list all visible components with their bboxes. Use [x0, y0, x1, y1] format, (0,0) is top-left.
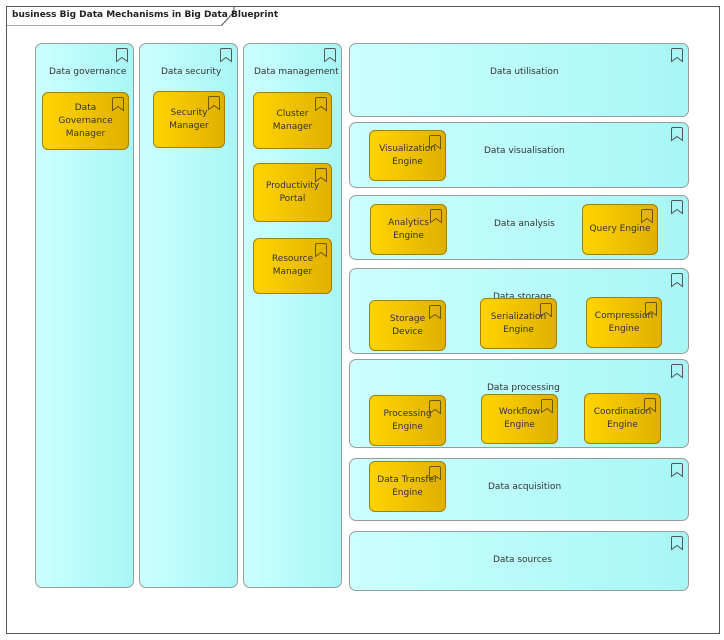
bookmark-icon	[116, 48, 128, 63]
bookmark-icon	[540, 303, 552, 318]
bookmark-icon	[220, 48, 232, 63]
component-security-manager[interactable]: Security Manager	[153, 91, 225, 148]
bookmark-icon	[112, 97, 124, 112]
bookmark-icon	[429, 400, 441, 415]
bookmark-icon	[324, 48, 336, 63]
diagram-title: business Big Data Mechanisms in Big Data…	[12, 10, 279, 20]
bookmark-icon	[208, 96, 220, 111]
component-processing-engine[interactable]: Processing Engine	[369, 395, 446, 446]
component-cluster-manager[interactable]: Cluster Manager	[253, 92, 332, 149]
bookmark-icon	[671, 48, 683, 63]
bookmark-icon	[644, 398, 656, 413]
bookmark-icon	[429, 135, 441, 150]
bookmark-icon	[315, 168, 327, 183]
bookmark-icon	[641, 209, 653, 224]
bookmark-icon	[671, 127, 683, 142]
group-label: Data processing	[487, 383, 560, 393]
group-data-utilisation[interactable]: Data utilisation	[349, 43, 689, 117]
component-storage-device[interactable]: Storage Device	[369, 300, 446, 351]
component-label: Query Engine	[589, 224, 651, 234]
group-label: Data visualisation	[484, 146, 565, 156]
group-label: Data sources	[493, 555, 552, 565]
group-label: Data management	[254, 67, 339, 77]
group-label: Data security	[161, 67, 222, 77]
bookmark-icon	[429, 305, 441, 320]
component-productivity-portal[interactable]: Productivity Portal	[253, 163, 332, 222]
bookmark-icon	[671, 536, 683, 551]
component-label: Data Governance Manager	[58, 102, 113, 139]
component-label: Productivity Portal	[265, 180, 320, 204]
bookmark-icon	[671, 200, 683, 215]
title-tab-outline	[6, 6, 235, 26]
component-analytics-engine[interactable]: Analytics Engine	[370, 204, 447, 255]
group-label: Data governance	[49, 67, 127, 77]
component-label: Cluster Manager	[272, 108, 313, 132]
group-label: Data utilisation	[490, 67, 559, 77]
component-label: Data Transfer Engine	[377, 474, 438, 498]
component-label: Workflow Engine	[498, 407, 541, 430]
bookmark-icon	[671, 364, 683, 379]
component-label: Resource Manager	[271, 254, 314, 277]
diagram-frame	[6, 6, 720, 634]
component-data-transfer-engine[interactable]: Data Transfer Engine	[369, 461, 446, 512]
component-serialization-engine[interactable]: Serialization Engine	[480, 298, 557, 349]
component-compression-engine[interactable]: Compression Engine	[586, 297, 662, 348]
bookmark-icon	[541, 399, 553, 414]
component-label: Processing Engine	[383, 408, 432, 432]
bookmark-icon	[671, 273, 683, 288]
component-label: Analytics Engine	[388, 217, 429, 241]
component-coordination-engine[interactable]: Coordination Engine	[584, 393, 661, 444]
component-workflow-engine[interactable]: Workflow Engine	[481, 394, 558, 444]
component-visualization-engine[interactable]: Visualization Engine	[369, 130, 446, 181]
component-data-governance-manager[interactable]: Data Governance Manager	[42, 92, 129, 150]
group-label: Data acquisition	[488, 482, 562, 492]
component-label: Compression Engine	[594, 310, 654, 334]
component-label: Security Manager	[169, 107, 209, 131]
component-label: Serialization Engine	[490, 311, 547, 335]
component-label: Visualization Engine	[379, 143, 436, 167]
group-data-sources[interactable]: Data sources	[349, 531, 689, 591]
group-label: Data analysis	[494, 219, 555, 229]
bookmark-icon	[430, 209, 442, 224]
component-query-engine[interactable]: Query Engine	[582, 204, 658, 255]
bookmark-icon	[429, 466, 441, 481]
bookmark-icon	[645, 302, 657, 317]
group-label: Data storage	[493, 292, 552, 302]
bookmark-icon	[671, 463, 683, 478]
bookmark-icon	[315, 243, 327, 258]
component-label: Storage Device	[389, 313, 426, 337]
bookmark-icon	[315, 97, 327, 112]
component-resource-manager[interactable]: Resource Manager	[253, 238, 332, 294]
component-label: Coordination Engine	[593, 406, 652, 430]
